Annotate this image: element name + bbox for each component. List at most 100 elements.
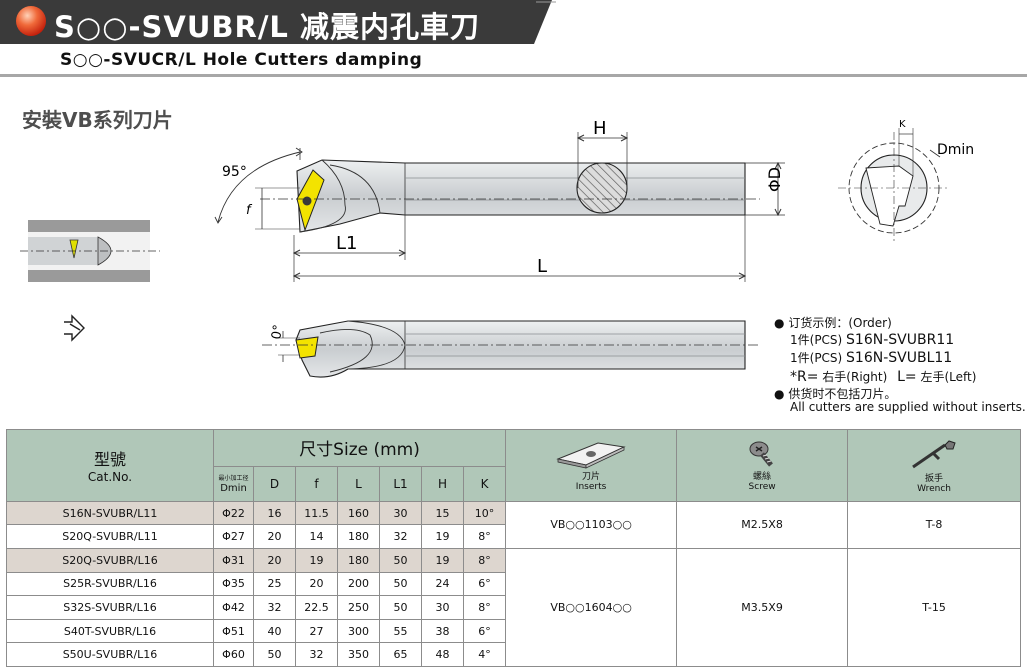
cell-K: 6° [462,618,507,644]
cell-L1: 50 [379,571,422,597]
bore-preview-icon [20,220,160,282]
cell-model: S20Q-SVUBR/L11 [6,524,214,549]
cell-model: S40T-SVUBR/L16 [6,618,214,644]
cell-L: 350 [337,642,380,667]
table-row: S40T-SVUBR/L16 Φ51 40 27 300 55 38 6° [6,618,1021,644]
cell-D: 32 [253,595,296,620]
cell-D: 20 [253,547,296,573]
cell-K: 6° [462,571,507,597]
cell-wrench: T-8 [847,500,1022,549]
header-col-D: D [253,465,296,502]
header-col-L1: L1 [379,465,422,502]
tool-top-view [214,132,785,282]
cell-L1: 50 [379,595,422,620]
section-title: 安裝VB系列刀片 [22,108,173,132]
dim-K-label: K [899,119,906,130]
order-example: ● 订货示例：(Order) [774,316,892,330]
bullet-icon: ● [774,316,785,330]
cell-model: S32S-SVUBR/L16 [6,595,214,620]
dim-D-label: ΦD [765,167,784,192]
cell-L1: 65 [379,642,422,667]
cell-f: 19 [295,547,338,573]
inserts-note-cn: ● 供货时不包括刀片。 [774,387,897,401]
cell-L: 180 [337,524,380,549]
feed-direction-icon [64,314,85,342]
page-subtitle: S○○-SVUCR/L Hole Cutters damping [60,50,423,70]
cell-dmin: Φ22 [213,500,254,526]
cell-dmin: Φ60 [213,642,254,667]
cell-f: 32 [295,642,338,667]
cell-H: 19 [421,547,464,573]
tool-side-view [262,320,760,378]
cell-L: 180 [337,547,380,573]
cell-D: 16 [253,500,296,526]
logo-ball-icon [16,6,46,36]
cell-L1: 55 [379,618,422,644]
cell-L1: 30 [379,500,422,526]
cell-f: 11.5 [295,500,338,526]
cell-f: 14 [295,524,338,549]
cell-L: 200 [337,571,380,597]
cell-D: 25 [253,571,296,597]
cell-dmin: Φ51 [213,618,254,644]
cell-L1: 32 [379,524,422,549]
cell-L: 250 [337,595,380,620]
cell-screw: M3.5X9 [676,547,849,668]
header-inserts: 刀片 Inserts [505,429,678,502]
table-row: S20Q-SVUBR/L11 Φ27 20 14 180 32 19 8° [6,524,1021,549]
cell-f: 20 [295,571,338,597]
table-row: S25R-SVUBR/L16 Φ35 25 20 200 50 24 6° [6,571,1021,597]
title-banner [0,0,556,44]
inserts-note-en: All cutters are supplied without inserts… [790,400,1026,414]
subtitle-divider [0,74,1027,77]
table-row: S50U-SVUBR/L16 Φ60 50 32 350 65 48 4° [6,642,1021,667]
cell-insert: VB○○1103○○ [505,500,678,549]
header-screw: 螺絲 Screw [676,429,849,502]
cell-model: S20Q-SVUBR/L16 [6,547,214,573]
page-title: S○○-SVUBR/L 减震内孔車刀 [54,10,481,44]
cell-L: 160 [337,500,380,526]
cell-model: S25R-SVUBR/L16 [6,571,214,597]
tool-end-view [838,128,950,244]
dim-L1-label: L1 [336,233,357,254]
header-col-L: L [337,465,380,502]
cell-dmin: Φ27 [213,524,254,549]
dim-Dmin-label: Dmin [937,142,974,158]
cell-H: 24 [421,571,464,597]
cell-dmin: Φ35 [213,571,254,597]
cell-K: 8° [462,547,507,573]
order-line-left: 1件(PCS) S16N-SVUBL11 [790,350,953,366]
table-row: S20Q-SVUBR/L16 Φ31 20 19 180 50 19 8° VB… [6,547,1022,668]
screw-icon [749,441,773,467]
header-col-K: K [462,465,507,502]
cell-H: 15 [421,500,464,526]
cell-H: 38 [421,618,464,644]
header-wrench: 扳手 Wrench [847,429,1022,502]
hand-legend: *R= 右手(Right) L= 左手(Left) [790,369,977,385]
cell-f: 22.5 [295,595,338,620]
header-dmin: 最小加工径 Dmin [213,465,254,502]
dim-f-label: f [246,203,253,218]
cell-H: 30 [421,595,464,620]
cell-K: 8° [462,524,507,549]
dim-L-label: L [537,256,547,277]
cell-H: 48 [421,642,464,667]
insert-icon [556,442,626,469]
cell-dmin: Φ42 [213,595,254,620]
header-size: 尺寸Size (mm) [212,429,507,467]
cell-L1: 50 [379,547,422,573]
cell-dmin: Φ31 [213,547,254,573]
cell-model: S16N-SVUBR/L11 [6,500,214,526]
spec-table: 型號 Cat.No. 尺寸Size (mm) 刀片 Inserts 螺絲 Scr… [6,429,1022,668]
cell-L: 300 [337,618,380,644]
header-col-H: H [421,465,464,502]
cell-model: S50U-SVUBR/L16 [6,642,214,667]
cell-K: 4° [462,642,507,667]
cell-screw: M2.5X8 [676,500,849,549]
cell-f: 27 [295,618,338,644]
bullet-icon: ● [774,387,785,401]
header-col-f: f [295,465,338,502]
cell-wrench: T-15 [847,547,1022,668]
cell-D: 20 [253,524,296,549]
cell-insert: VB○○1604○○ [505,547,678,668]
